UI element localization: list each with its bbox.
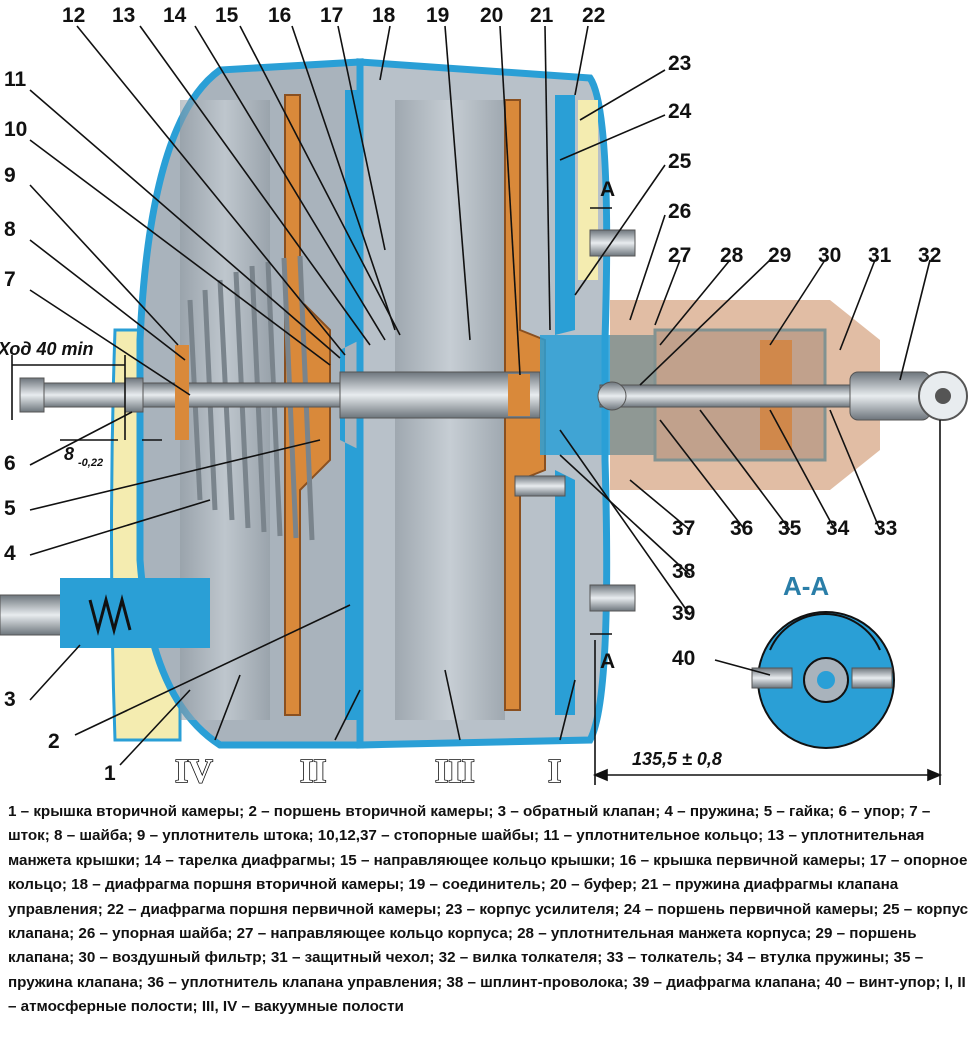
gap-tolerance: -0,22: [78, 457, 103, 469]
section-mark-bottom: А: [600, 650, 615, 673]
label-22: 22: [582, 4, 605, 27]
section-mark-top: А: [600, 178, 615, 201]
mounting-studs: [514, 229, 636, 612]
section-a-a-view: [751, 611, 895, 749]
label-12: 12: [62, 4, 85, 27]
label-7: 7: [4, 268, 16, 291]
label-3: 3: [4, 688, 16, 711]
figure-caption: 1 – крышка вторичной камеры; 2 – поршень…: [8, 803, 969, 1016]
label-21: 21: [530, 4, 554, 27]
label-26: 26: [668, 200, 691, 223]
label-11: 11: [4, 68, 27, 91]
dimension-lines: [11, 207, 943, 785]
label-13: 13: [112, 4, 135, 27]
label-36: 36: [730, 517, 753, 540]
label-24: 24: [668, 100, 692, 123]
label-1: 1: [104, 762, 116, 785]
rod-stop: [124, 377, 144, 413]
rod-washer: [175, 345, 189, 440]
cavity-labels: IV II III I: [174, 752, 562, 790]
gap-dimension: 8: [64, 444, 74, 464]
label-20: 20: [480, 4, 503, 27]
label-18: 18: [372, 4, 396, 27]
cavity-iv: IV: [175, 753, 213, 790]
label-33: 33: [874, 517, 897, 540]
stroke-dimension: Ход 40 min: [0, 339, 93, 359]
brake-booster-diagram: 12 13 14 15 16 17 18 19 20 21 22 23 24 2…: [0, 4, 968, 790]
label-14: 14: [163, 4, 187, 27]
label-19: 19: [426, 4, 449, 27]
label-34: 34: [826, 517, 850, 540]
connector: [339, 371, 541, 419]
cavity-iii: III: [435, 753, 475, 790]
label-5: 5: [4, 497, 16, 520]
leader-lines: [29, 25, 931, 766]
label-15: 15: [215, 4, 239, 27]
primary-piston: [555, 95, 575, 715]
label-39: 39: [672, 602, 695, 625]
label-23: 23: [668, 52, 691, 75]
label-32: 32: [918, 244, 941, 267]
buffer: [508, 374, 530, 416]
label-29: 29: [768, 244, 791, 267]
label-25: 25: [668, 150, 692, 173]
label-28: 28: [720, 244, 744, 267]
label-30: 30: [818, 244, 841, 267]
label-9: 9: [4, 164, 16, 187]
label-27: 27: [668, 244, 691, 267]
part-labels: 12 13 14 15 16 17 18 19 20 21 22 23 24 2…: [4, 4, 941, 785]
overall-dimension: 135,5 ± 0,8: [632, 749, 722, 769]
label-38: 38: [672, 560, 696, 583]
valve-piston-ball: [597, 381, 627, 411]
rod-nut: [19, 377, 45, 413]
cavity-ii: II: [300, 753, 326, 790]
label-37: 37: [672, 517, 695, 540]
pushrod: [599, 384, 861, 408]
check-valve: [0, 578, 210, 648]
label-10: 10: [4, 118, 27, 141]
label-4: 4: [4, 542, 16, 565]
label-16: 16: [268, 4, 291, 27]
label-40: 40: [672, 647, 695, 670]
dimension-texts: Ход 40 min 8 -0,22 135,5 ± 0,8 А А А-А: [0, 178, 829, 769]
label-6: 6: [4, 452, 16, 475]
section-title: А-А: [783, 571, 829, 601]
label-17: 17: [320, 4, 343, 27]
label-8: 8: [4, 218, 16, 241]
label-2: 2: [48, 730, 60, 753]
cavity-i: I: [548, 753, 561, 790]
label-35: 35: [778, 517, 802, 540]
label-31: 31: [868, 244, 892, 267]
